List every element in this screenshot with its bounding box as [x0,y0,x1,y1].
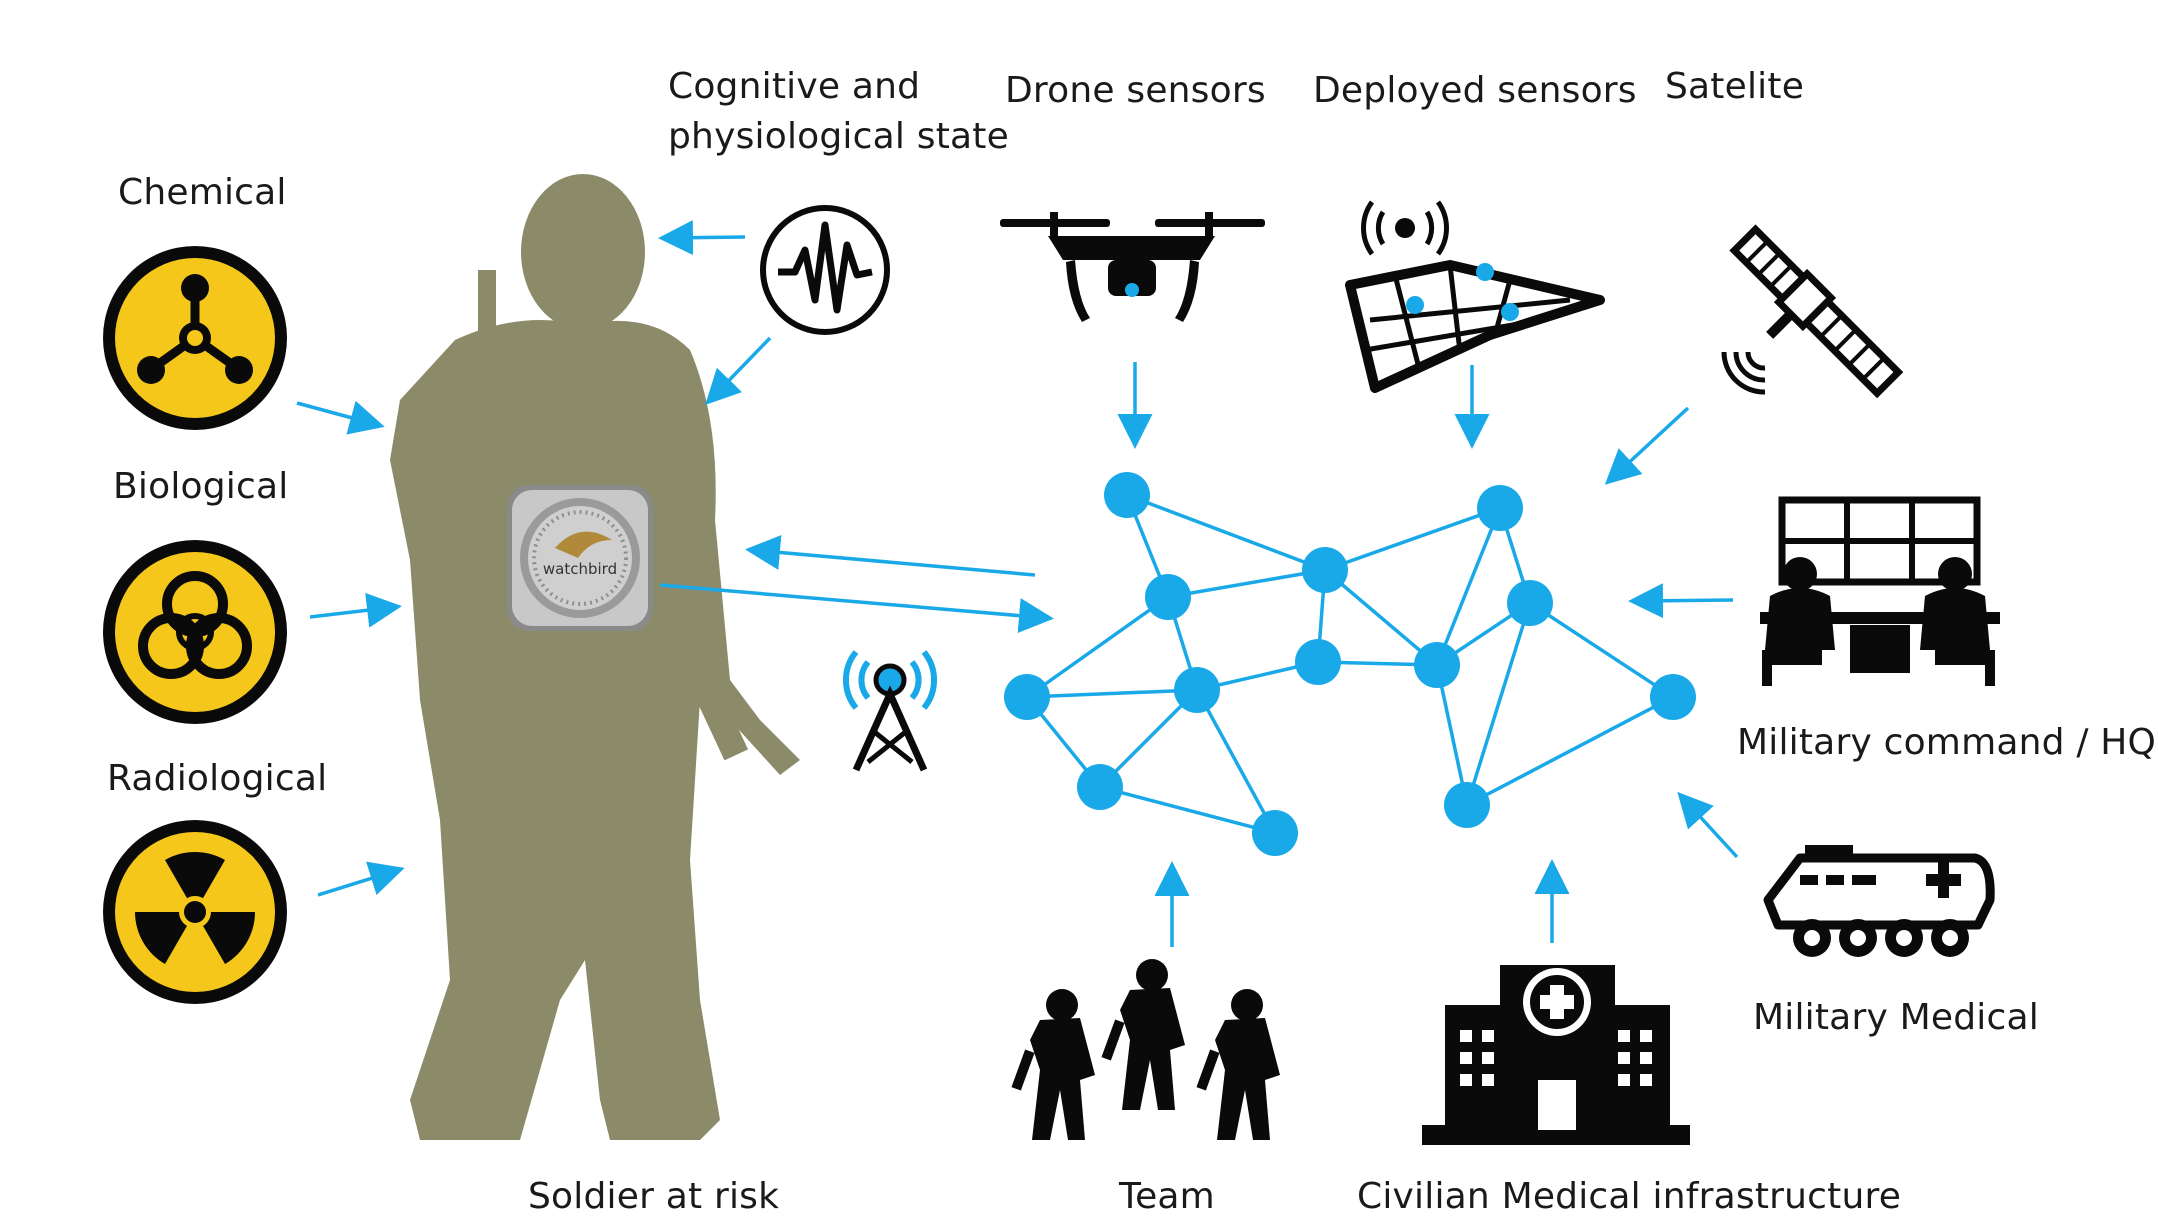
label-civilian-medical: Civilian Medical infrastructure [1357,1176,1902,1217]
network-node [1444,782,1490,828]
arrow-cognitive-to-soldier [658,220,746,256]
label-military-command: Military command / HQ [1737,722,2157,763]
radiation-hazard-icon [103,820,287,1004]
network-node [1507,580,1553,626]
label-drone-sensors: Drone sensors [1005,70,1266,111]
network-node [1295,639,1341,685]
network-node [1477,485,1523,531]
network-nodes [1004,472,1696,856]
network-node [1174,667,1220,713]
network-node [1104,472,1150,518]
arrow-biological-to-soldier [309,592,402,628]
watchbird-device-icon: watchbird [507,485,653,631]
network-edges [1025,493,1674,835]
network-node [1252,810,1298,856]
label-team: Team [1119,1176,1215,1217]
flow-arrows [296,220,1739,947]
network-node [1302,547,1348,593]
arrow-radiological-to-soldier [317,861,405,897]
soldier-silhouette-icon [390,174,800,1140]
label-chemical: Chemical [118,172,287,213]
label-military-medical: Military Medical [1753,997,2039,1038]
arrow-medical-to-network [1677,791,1739,859]
soldier-team-icon [1011,959,1280,1140]
arrow-soldier-to-network [659,583,1054,634]
hospital-icon [1422,965,1690,1145]
label-cognitive-line1: Cognitive and [668,66,921,107]
network-node [1077,764,1123,810]
arrow-cognitive-to-body [705,336,772,406]
label-soldier-at-risk: Soldier at risk [528,1176,780,1217]
satellite-icon [1721,224,1904,399]
arrow-chemical-to-soldier [296,400,385,435]
network-node [1004,674,1050,720]
label-deployed-sensors: Deployed sensors [1313,70,1637,111]
command-center-icon [1760,496,2000,686]
arrow-command-to-network [1628,583,1734,619]
radio-tower-icon [843,650,937,772]
arrow-network-to-soldier [745,535,1036,577]
device-brand: watchbird [543,560,617,578]
network-node [1145,574,1191,620]
armored-ambulance-icon [1763,845,1995,957]
label-biological: Biological [113,466,289,507]
network-node [1414,642,1460,688]
label-radiological: Radiological [107,758,328,799]
drone-icon [1000,212,1265,322]
label-satellite: Satelite [1665,66,1805,107]
chemical-hazard-icon [103,246,287,430]
heartbeat-wave-icon [760,205,890,335]
biohazard-icon [103,540,287,724]
sensor-map-icon [1345,200,1605,393]
arrow-satellite-to-network [1604,406,1690,485]
label-cognitive-line2: physiological state [668,116,1009,157]
network-node [1650,674,1696,720]
